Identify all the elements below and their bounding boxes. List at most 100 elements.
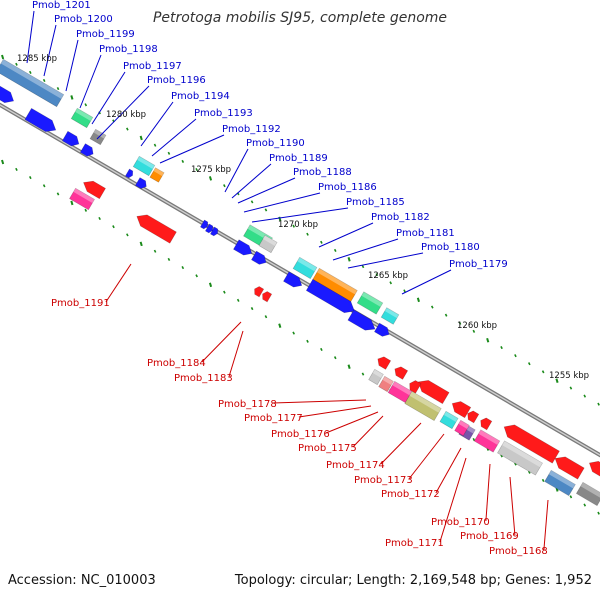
gene-block — [380, 307, 400, 325]
forward-gene-label: Pmob_1179 — [449, 259, 508, 270]
inner-tick — [223, 290, 226, 294]
gene-arrow — [24, 107, 57, 132]
leader-line — [91, 71, 126, 125]
inner-tick — [250, 306, 254, 311]
outer-tick — [208, 176, 213, 181]
reverse-gene-label: Pmob_1183 — [174, 373, 233, 384]
kbp-label: 1265 kbp — [368, 271, 408, 281]
forward-gene-label: Pmob_1189 — [269, 153, 328, 164]
leader-line — [439, 457, 467, 543]
forward-gene-label: Pmob_1200 — [54, 14, 113, 25]
gene-block — [378, 375, 394, 393]
gene-arrow — [233, 239, 253, 256]
outer-tick — [195, 167, 198, 172]
outer-tick — [500, 345, 503, 350]
inner-tick — [139, 241, 143, 247]
gene-arrow — [374, 322, 390, 337]
gene-block — [70, 107, 94, 129]
label-leaders — [26, 10, 549, 551]
forward-gene-label: Pmob_1186 — [318, 182, 377, 193]
leader-line — [347, 252, 424, 269]
leader-line — [332, 238, 399, 261]
gene-arrow — [136, 214, 177, 244]
gene-block — [69, 187, 95, 211]
inner-tick — [514, 462, 517, 466]
reverse-gene-label: Pmob_1168 — [489, 546, 548, 557]
gene-arrow — [467, 410, 480, 424]
gene-arrow — [480, 417, 493, 431]
inner-tick — [264, 315, 268, 319]
gene-block — [356, 291, 384, 315]
gene-arrow — [283, 271, 303, 288]
gene-arrow — [251, 250, 267, 265]
gene-block — [132, 155, 156, 177]
outer-tick — [153, 143, 157, 147]
outer-tick — [597, 402, 600, 406]
inner-tick — [167, 257, 171, 261]
leader-line — [105, 263, 132, 303]
forward-gene-label: Pmob_1193 — [194, 108, 253, 119]
gene-block — [368, 368, 384, 386]
outer-tick — [458, 321, 462, 325]
outer-tick — [541, 370, 545, 374]
outer-tick — [70, 95, 74, 100]
inner-tick — [112, 225, 115, 229]
gene-arrow — [209, 226, 219, 237]
leader-line — [251, 207, 349, 223]
kbp-label: 1255 kbp — [549, 371, 589, 381]
inner-tick — [569, 495, 573, 499]
leader-line — [43, 24, 57, 77]
inner-tick — [208, 282, 213, 288]
gene-block — [454, 419, 470, 437]
outer-tick — [42, 78, 46, 83]
outer-tick — [139, 135, 143, 141]
outer-tick — [333, 248, 337, 252]
outer-tick — [416, 297, 420, 303]
leader-line — [140, 101, 174, 147]
inner-tick — [98, 216, 101, 221]
forward-gene-label: Pmob_1192 — [222, 124, 281, 135]
outer-tick — [569, 386, 573, 390]
gene-arrow — [554, 456, 585, 480]
outer-tick — [486, 337, 490, 343]
inner-tick — [15, 167, 18, 171]
outer-tick — [375, 273, 379, 277]
outer-tick — [347, 257, 351, 262]
leader-line — [380, 422, 422, 465]
reverse-gene-label: Pmob_1169 — [460, 531, 519, 542]
outer-tick — [444, 313, 448, 317]
inner-tick — [527, 470, 531, 474]
leader-line — [96, 85, 150, 140]
reverse-gene-label: Pmob_1177 — [244, 413, 303, 424]
inner-tick — [541, 478, 545, 483]
forward-gene-label: Pmob_1194 — [171, 91, 230, 102]
gene-block — [258, 234, 278, 254]
outer-tick — [583, 394, 587, 398]
outer-tick — [403, 289, 406, 293]
leader-line — [79, 54, 102, 109]
gene-arrow — [254, 286, 265, 298]
gene-block — [497, 440, 543, 476]
reverse-gene-label: Pmob_1173 — [354, 475, 413, 486]
backbone-highlight — [0, 104, 600, 456]
outer-tick — [126, 127, 129, 131]
kbp-label: 1285 kbp — [17, 54, 57, 64]
inner-tick — [597, 511, 600, 515]
outer-tick — [292, 224, 295, 228]
gene-arrow — [588, 460, 600, 479]
gene-arrow — [305, 278, 355, 314]
inner-tick — [29, 176, 32, 180]
gene-labels: Pmob_1201Pmob_1200Pmob_1199Pmob_1198Pmob… — [32, 0, 548, 557]
kbp-label: 1260 kbp — [457, 321, 497, 331]
leader-line — [151, 118, 197, 157]
gene-arrow — [124, 168, 134, 179]
inner-tick — [347, 364, 351, 369]
inner-tick — [42, 184, 46, 188]
forward-gene-label: Pmob_1190 — [246, 138, 305, 149]
leader-line — [435, 447, 462, 494]
leader-line — [237, 177, 296, 204]
outer-tick — [264, 208, 268, 212]
